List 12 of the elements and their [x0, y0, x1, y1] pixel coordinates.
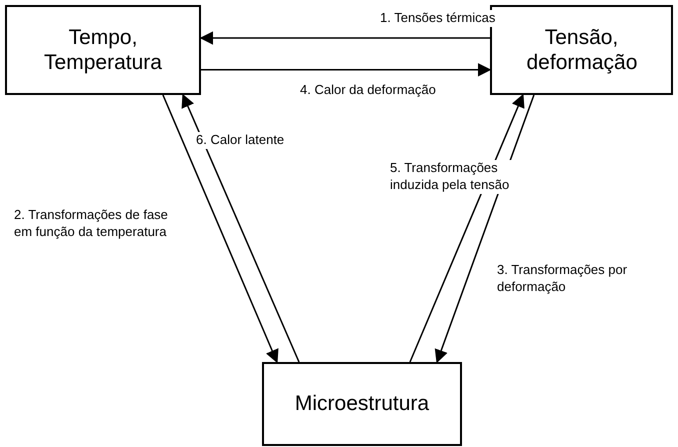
edge-label: 6. Calor latente — [196, 132, 284, 149]
edge-label: 4. Calor da deformação — [300, 82, 436, 99]
arrow — [200, 31, 490, 45]
box-label: Tempo, Temperatura — [43, 24, 163, 76]
arrow — [201, 63, 492, 77]
process-box — [5, 5, 201, 95]
box-label: Microestrutura — [294, 391, 430, 417]
box-label: Tensão, deformação — [526, 24, 636, 76]
arrow — [182, 94, 300, 362]
arrow — [162, 94, 278, 364]
edge-label: 1. Tensões térmicas — [380, 10, 496, 27]
process-box — [262, 362, 462, 446]
